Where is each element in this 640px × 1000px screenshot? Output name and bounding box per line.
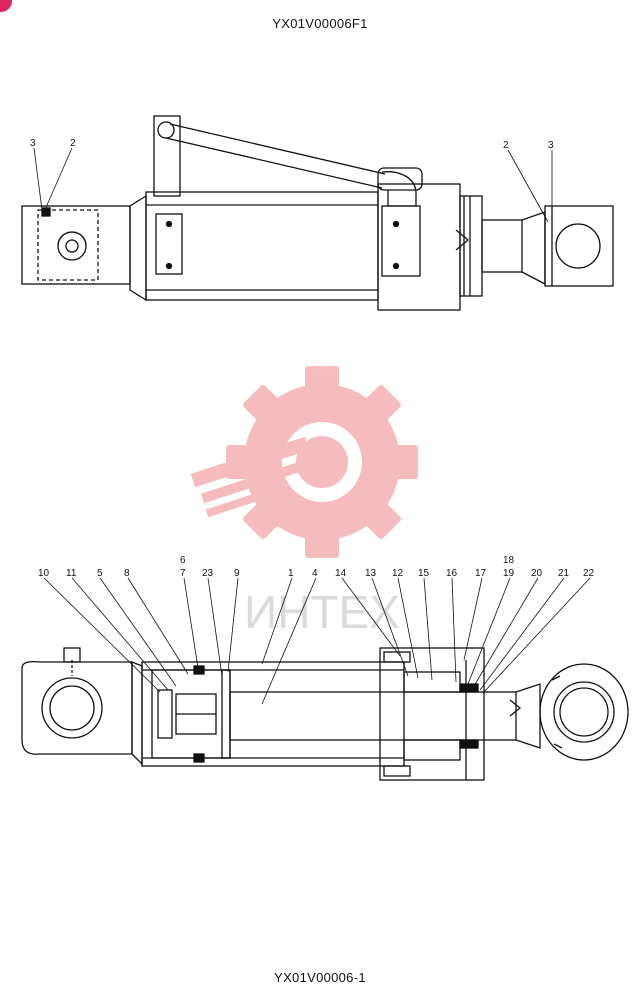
callout-8: 8 [124, 568, 130, 579]
callout-17: 17 [475, 568, 487, 579]
section-rod [229, 691, 517, 741]
callout-10: 10 [38, 568, 50, 579]
callout-14: 14 [335, 568, 347, 579]
callout-16: 16 [446, 568, 458, 579]
grease-nipple [63, 647, 81, 663]
callout-top-left-3: 3 [30, 138, 36, 149]
callout-15: 15 [418, 568, 430, 579]
cylinder-head [377, 183, 461, 311]
watermark: ИНТЕХ [190, 366, 418, 638]
callout-20: 20 [531, 568, 543, 579]
watermark-text: ИНТЕХ [244, 586, 400, 638]
top-view-callouts [33, 147, 553, 223]
callout-7: 7 [180, 568, 186, 579]
callout-22: 22 [583, 568, 595, 579]
section-gland [379, 647, 485, 781]
callout-top-right-3: 3 [548, 140, 554, 151]
cylinder-exterior-view [21, 115, 614, 311]
hydraulic-pipe [165, 123, 386, 189]
callout-18: 18 [503, 555, 515, 566]
drawing-code-top: YX01V00006F1 [272, 16, 368, 31]
callout-top-left-2: 2 [70, 138, 76, 149]
callout-5: 5 [97, 568, 103, 579]
gear-wrench-icon [190, 366, 418, 558]
section-left-eye [21, 660, 133, 755]
right-pin-hole [555, 223, 601, 269]
section-tube [141, 661, 405, 767]
port-block-right [381, 205, 421, 277]
cylinder-section-view [21, 647, 629, 781]
callout-1: 1 [288, 568, 294, 579]
callout-top-right-2: 2 [503, 140, 509, 151]
callout-9: 9 [234, 568, 240, 579]
right-rod-eye [544, 205, 614, 287]
drawing-code-bottom: YX01V00006-1 [274, 970, 366, 985]
callout-21: 21 [558, 568, 570, 579]
callout-13: 13 [365, 568, 377, 579]
callout-6: 6 [180, 555, 186, 566]
callout-4: 4 [312, 568, 318, 579]
callout-19: 19 [503, 568, 515, 579]
callout-11: 11 [66, 568, 77, 579]
callout-23: 23 [202, 568, 214, 579]
piston-rod-exterior [481, 219, 523, 273]
callout-12: 12 [392, 568, 404, 579]
port-block-left [153, 115, 181, 197]
section-callout-leaders [43, 577, 591, 705]
cylinder-tube [145, 191, 379, 301]
section-right-eye [539, 663, 629, 761]
